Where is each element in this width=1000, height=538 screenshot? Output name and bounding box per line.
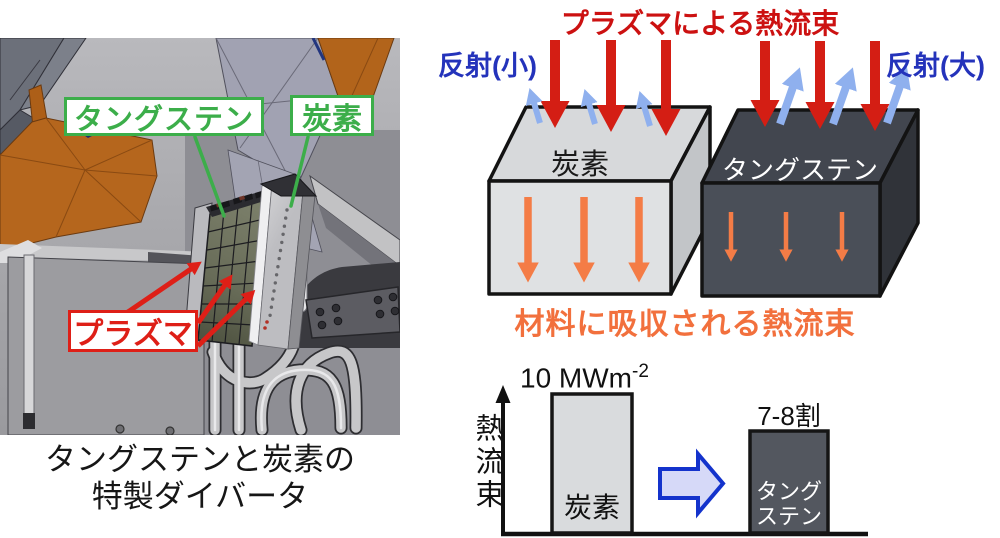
carbon-bar-value-main: 10 MWm: [520, 362, 632, 394]
cad-bolt-bracket: [305, 286, 400, 339]
leader-lines: [193, 135, 310, 218]
cad-caption-line1: タングステンと炭素の: [45, 442, 355, 477]
tungsten-bar-value: 7-8割: [757, 401, 821, 431]
chart-y-axis-label: 熱流束: [466, 413, 508, 517]
chart-y-axis-label-text: 熱流束: [471, 413, 503, 512]
diagram-title: プラズマによる熱流束: [560, 8, 840, 39]
absorbed-arrows-tungsten: [724, 212, 849, 262]
tungsten-bar-label-line2: ステン: [755, 504, 822, 529]
plasma-arrows: [120, 261, 256, 348]
right-block-arrow-icon: [658, 448, 726, 519]
tungsten-bar: [748, 429, 830, 535]
absorbed-caption: 材料に吸収される熱流束: [514, 308, 856, 341]
reflection-small-label: 反射(小): [438, 51, 537, 81]
plasma-callout-label: プラズマ: [68, 310, 198, 352]
tungsten-callout-label: タングステン: [64, 97, 264, 136]
cad-hole-row: [268, 208, 289, 317]
plasma-callout-text: プラズマ: [73, 318, 193, 351]
heatflux-bar-chart: [495, 385, 868, 537]
carbon-bar: [550, 392, 634, 535]
reflection-arrows-small: [525, 88, 653, 127]
absorbed-arrows-carbon: [517, 197, 650, 283]
tungsten-block: [700, 108, 920, 298]
carbon-callout-label: 炭素: [290, 95, 374, 136]
reflection-large-label: 反射(大): [886, 51, 985, 81]
carbon-leader-line: [289, 135, 310, 208]
plasma-heatflux-arrows: [540, 40, 890, 136]
carbon-block: [487, 105, 712, 296]
tungsten-bar-label-line1: タング: [755, 479, 822, 504]
carbon-bar-label: 炭素: [563, 492, 620, 523]
carbon-bar-value: 10 MWm-2: [520, 361, 649, 394]
cad-caption: タングステンと炭素の 特製ダイバータ: [0, 441, 400, 515]
cad-caption-line2: 特製ダイバータ: [91, 479, 309, 514]
carbon-block-label: 炭素: [550, 149, 609, 181]
heatflux-diagram: [487, 40, 920, 298]
carbon-bar-value-sup: -2: [632, 361, 649, 382]
carbon-callout-text: 炭素: [302, 102, 362, 136]
reflection-arrows-large: [776, 66, 911, 126]
tungsten-callout-text: タングステン: [73, 103, 254, 136]
tungsten-bar-label: タング ステン: [750, 479, 828, 529]
cad-tungsten-tile-plate: [184, 190, 271, 347]
y-axis: [495, 385, 511, 534]
cad-cooling-pipes: [206, 323, 363, 435]
tungsten-block-label: タングステン: [721, 155, 878, 185]
tungsten-leader-line: [193, 135, 226, 218]
